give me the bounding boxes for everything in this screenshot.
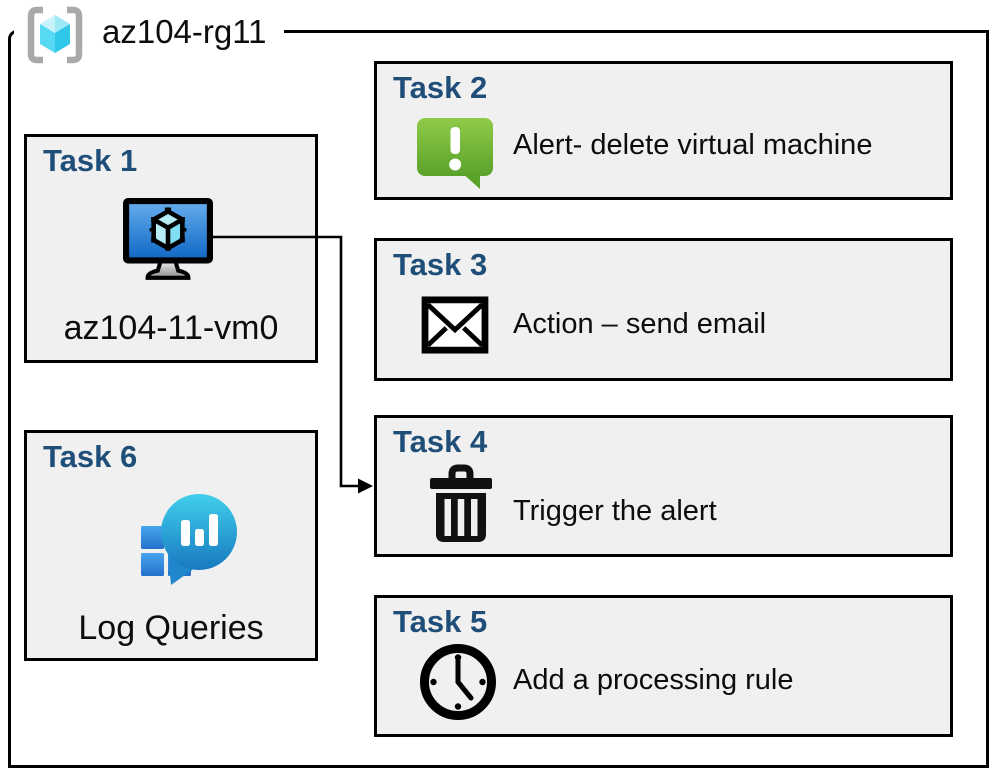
task1-title: Task 1 (43, 143, 138, 178)
task3-title: Task 3 (393, 247, 488, 282)
trash-icon (429, 463, 493, 543)
task4-label: Trigger the alert (513, 495, 717, 527)
vm-name-label: az104-11-vm0 (63, 309, 279, 347)
task5-title: Task 5 (393, 604, 488, 639)
task-box-4: Task 4 Trigger the alert (374, 415, 953, 557)
alert-icon (415, 116, 495, 192)
task4-title: Task 4 (393, 424, 488, 459)
task-box-5: Task 5 Add a processing rule (374, 595, 953, 737)
task3-label: Action – send email (513, 308, 767, 340)
resource-group-label: az104-rg11 (102, 13, 267, 50)
log-analytics-icon (135, 487, 239, 589)
task-box-1: Task 1 (24, 134, 318, 363)
task2-label: Alert- delete virtual machine (513, 129, 873, 161)
virtual-machine-icon (123, 198, 213, 284)
email-icon (421, 296, 489, 354)
task6-title: Task 6 (43, 439, 138, 474)
task-box-3: Task 3 Action – send email (374, 238, 953, 381)
log-queries-label: Log Queries (78, 609, 264, 647)
resource-group-icon (24, 5, 86, 65)
task-box-2: Task 2 Alert- delete virtual machine (374, 61, 953, 200)
clock-icon (418, 642, 498, 722)
task5-label: Add a processing rule (513, 664, 794, 696)
task2-title: Task 2 (393, 70, 488, 105)
task-box-6: Task 6 Log Q (24, 430, 318, 661)
